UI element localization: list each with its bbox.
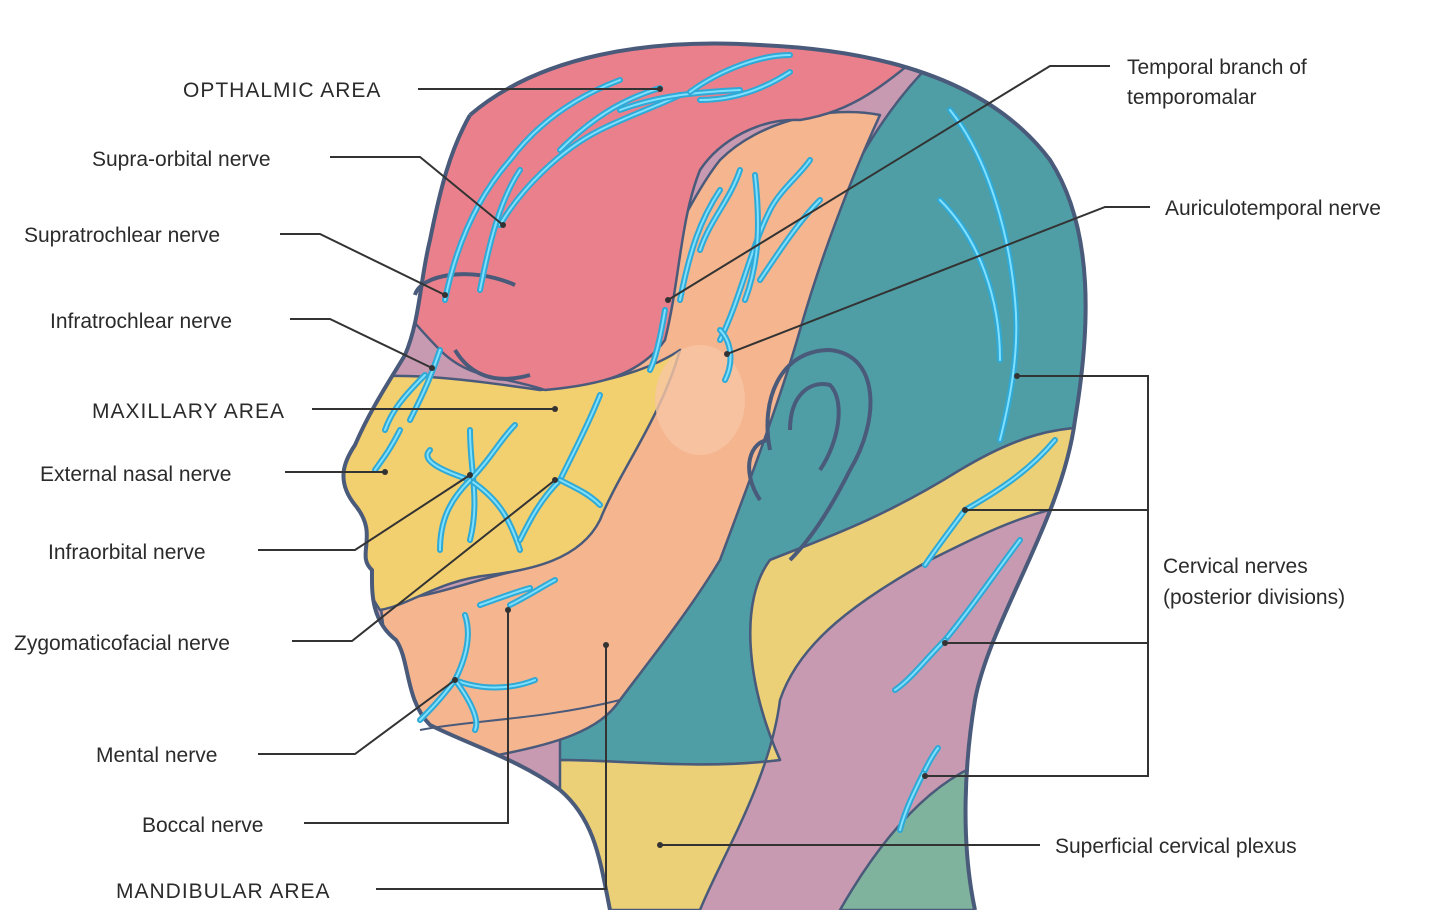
- label-external-nasal-nerve: External nasal nerve: [40, 463, 231, 486]
- leader-endpoint-dot: [724, 351, 730, 357]
- leader-endpoint-dot: [429, 365, 435, 371]
- leader-endpoint-dot: [442, 292, 448, 298]
- leader-endpoint-dot: [922, 773, 928, 779]
- leader-endpoint-dot: [500, 222, 506, 228]
- leader-endpoint-dot: [1014, 373, 1020, 379]
- leader-endpoint-dot: [665, 297, 671, 303]
- leader-endpoint-dot: [552, 477, 558, 483]
- leader-endpoint-dot: [505, 607, 511, 613]
- label-auriculotemporal-nerve: Auriculotemporal nerve: [1165, 197, 1381, 220]
- label-supra-orbital-nerve: Supra-orbital nerve: [92, 148, 271, 171]
- leader-endpoint-dot: [962, 507, 968, 513]
- label-maxillary-area: MAXILLARY AREA: [92, 400, 285, 423]
- label-infratrochlear-nerve: Infratrochlear nerve: [50, 310, 232, 333]
- label-superficial-cervical-plexus: Superficial cervical plexus: [1055, 835, 1297, 858]
- leader-endpoint-dot: [603, 642, 609, 648]
- leader-endpoint-dot: [382, 469, 388, 475]
- label-mandibular-area: MANDIBULAR AREA: [116, 880, 331, 903]
- leader-endpoint-dot: [552, 406, 558, 412]
- label-supratrochlear-nerve: Supratrochlear nerve: [24, 224, 220, 247]
- label-cervical-nerves-line1: Cervical nerves: [1163, 555, 1308, 578]
- label-cervical-nerves-line2: (posterior divisions): [1163, 586, 1345, 609]
- label-temporal-branch-line2: temporomalar: [1127, 86, 1257, 109]
- leader-endpoint-dot: [942, 640, 948, 646]
- label-mental-nerve: Mental nerve: [96, 744, 217, 767]
- label-boccal-nerve: Boccal nerve: [142, 814, 263, 837]
- leader-endpoint-dot: [657, 86, 663, 92]
- label-zygomaticofacial-nerve: Zygomaticofacial nerve: [14, 632, 230, 655]
- label-temporal-branch-line1: Temporal branch of: [1127, 56, 1307, 79]
- leader-endpoint-dot: [467, 472, 473, 478]
- leader-endpoint-dot: [657, 842, 663, 848]
- label-infraorbital-nerve: Infraorbital nerve: [48, 541, 206, 564]
- leader-endpoint-dot: [452, 677, 458, 683]
- label-ophthalmic-area: OPTHALMIC AREA: [183, 79, 381, 102]
